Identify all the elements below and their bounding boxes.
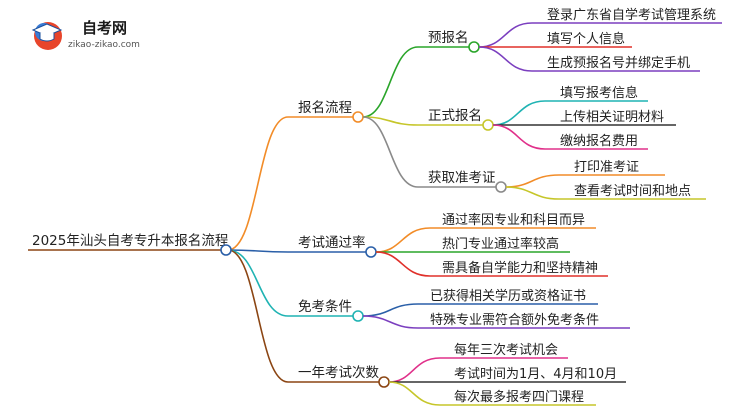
leaf-check-time-place[interactable]: 查看考试时间和地点 bbox=[559, 183, 706, 200]
connector-root-branch-4 bbox=[227, 249, 289, 383]
logo-title: 自考网 bbox=[82, 19, 127, 37]
branch-pass-rate-toggle[interactable] bbox=[365, 246, 377, 258]
root-connectors bbox=[227, 116, 289, 383]
logo-url: zikao-zikao.com bbox=[68, 40, 140, 50]
leaf-print-ticket-label: 打印准考证 bbox=[574, 160, 639, 175]
branch-exemption-conditions-toggle[interactable] bbox=[352, 310, 364, 322]
branch-exemption-conditions[interactable]: 免考条件 bbox=[288, 298, 364, 322]
connector-root-branch-3 bbox=[227, 249, 289, 317]
branch-exams-per-year[interactable]: 一年考试次数 bbox=[288, 365, 390, 388]
exemption-connectors bbox=[362, 303, 419, 329]
node-formal-registration-label: 正式报名 bbox=[428, 108, 482, 124]
branch-exemption-conditions-label: 免考条件 bbox=[298, 298, 352, 315]
pass-rate-connectors bbox=[375, 227, 431, 277]
leaf-max-four-courses-label: 每次最多报考四门课程 bbox=[454, 389, 584, 405]
admission-ticket-connectors bbox=[505, 174, 560, 200]
site-logo: 自考网 zikao-zikao.com bbox=[31, 19, 140, 50]
node-formal-registration-toggle[interactable] bbox=[482, 119, 494, 131]
leaf-pass-rate-varies-label: 通过率因专业和科目而异 bbox=[442, 212, 585, 228]
leaf-login-system[interactable]: 登录广东省自学考试管理系统 bbox=[532, 7, 722, 24]
pre-registration-connectors bbox=[478, 22, 533, 72]
root-node[interactable]: 2025年汕头自考专升本报名流程 bbox=[28, 233, 232, 256]
leaf-max-four-courses[interactable]: 每次最多报考四门课程 bbox=[440, 389, 596, 406]
node-get-admission-ticket-label: 获取准考证 bbox=[428, 170, 496, 186]
leaf-special-majors-label: 特殊专业需符合额外免考条件 bbox=[430, 312, 599, 328]
leaf-has-certificate-label: 已获得相关学历或资格证书 bbox=[430, 288, 586, 304]
leaf-pay-fee[interactable]: 缴纳报名费用 bbox=[545, 133, 648, 150]
leaf-popular-majors-label: 热门专业通过率较高 bbox=[442, 236, 559, 252]
exams-per-year-connectors bbox=[388, 357, 441, 406]
formal-registration-connectors bbox=[492, 100, 546, 150]
leaf-self-study-ability-label: 需具备自学能力和坚持精神 bbox=[442, 260, 598, 276]
logo-graduation-cap-icon bbox=[31, 22, 63, 50]
leaf-generate-number[interactable]: 生成预报名号并绑定手机 bbox=[532, 55, 700, 72]
leaf-fill-personal-info-label: 填写个人信息 bbox=[547, 31, 625, 47]
node-get-admission-ticket-toggle[interactable] bbox=[495, 181, 507, 193]
leaf-print-ticket[interactable]: 打印准考证 bbox=[559, 160, 665, 176]
leaf-pass-rate-varies[interactable]: 通过率因专业和科目而异 bbox=[430, 212, 596, 229]
root-collapse-toggle[interactable] bbox=[220, 244, 232, 256]
branch-exams-per-year-toggle[interactable] bbox=[378, 376, 390, 388]
branch-registration-process-toggle[interactable] bbox=[352, 111, 364, 123]
leaf-check-time-place-label: 查看考试时间和地点 bbox=[574, 183, 691, 199]
leaf-fill-exam-info-label: 填写报考信息 bbox=[560, 85, 638, 101]
branch-1-connectors bbox=[362, 46, 419, 188]
node-pre-registration-toggle[interactable] bbox=[468, 41, 480, 53]
leaf-popular-majors[interactable]: 热门专业通过率较高 bbox=[430, 236, 570, 253]
leaf-pay-fee-label: 缴纳报名费用 bbox=[560, 133, 638, 149]
node-get-admission-ticket[interactable]: 获取准考证 bbox=[418, 170, 507, 193]
leaf-upload-materials-label: 上传相关证明材料 bbox=[560, 110, 664, 125]
node-pre-registration[interactable]: 预报名 bbox=[418, 30, 480, 53]
connector-root-branch-1 bbox=[227, 116, 289, 251]
node-formal-registration[interactable]: 正式报名 bbox=[418, 108, 494, 131]
leaf-special-majors[interactable]: 特殊专业需符合额外免考条件 bbox=[418, 312, 630, 329]
root-label: 2025年汕头自考专升本报名流程 bbox=[32, 233, 228, 249]
leaf-fill-personal-info[interactable]: 填写个人信息 bbox=[532, 31, 632, 48]
branch-registration-process-label: 报名流程 bbox=[298, 100, 352, 116]
leaf-login-system-label: 登录广东省自学考试管理系统 bbox=[547, 7, 716, 23]
leaf-three-times-a-year-label: 每年三次考试机会 bbox=[454, 342, 558, 358]
branch-registration-process[interactable]: 报名流程 bbox=[288, 100, 364, 123]
connector-root-branch-2 bbox=[227, 249, 289, 253]
leaf-upload-materials[interactable]: 上传相关证明材料 bbox=[545, 110, 676, 126]
leaf-self-study-ability[interactable]: 需具备自学能力和坚持精神 bbox=[430, 260, 608, 277]
leaf-exam-months[interactable]: 考试时间为1月、4月和10月 bbox=[440, 367, 626, 383]
branch-pass-rate[interactable]: 考试通过率 bbox=[288, 234, 377, 258]
leaf-exam-months-label: 考试时间为1月、4月和10月 bbox=[454, 367, 617, 382]
leaf-fill-exam-info[interactable]: 填写报考信息 bbox=[545, 85, 648, 102]
leaf-three-times-a-year[interactable]: 每年三次考试机会 bbox=[440, 342, 568, 359]
leaf-has-certificate[interactable]: 已获得相关学历或资格证书 bbox=[418, 288, 598, 305]
branch-pass-rate-label: 考试通过率 bbox=[298, 234, 366, 251]
leaf-generate-number-label: 生成预报名号并绑定手机 bbox=[547, 55, 690, 71]
node-pre-registration-label: 预报名 bbox=[428, 30, 469, 46]
branch-exams-per-year-label: 一年考试次数 bbox=[298, 365, 379, 381]
